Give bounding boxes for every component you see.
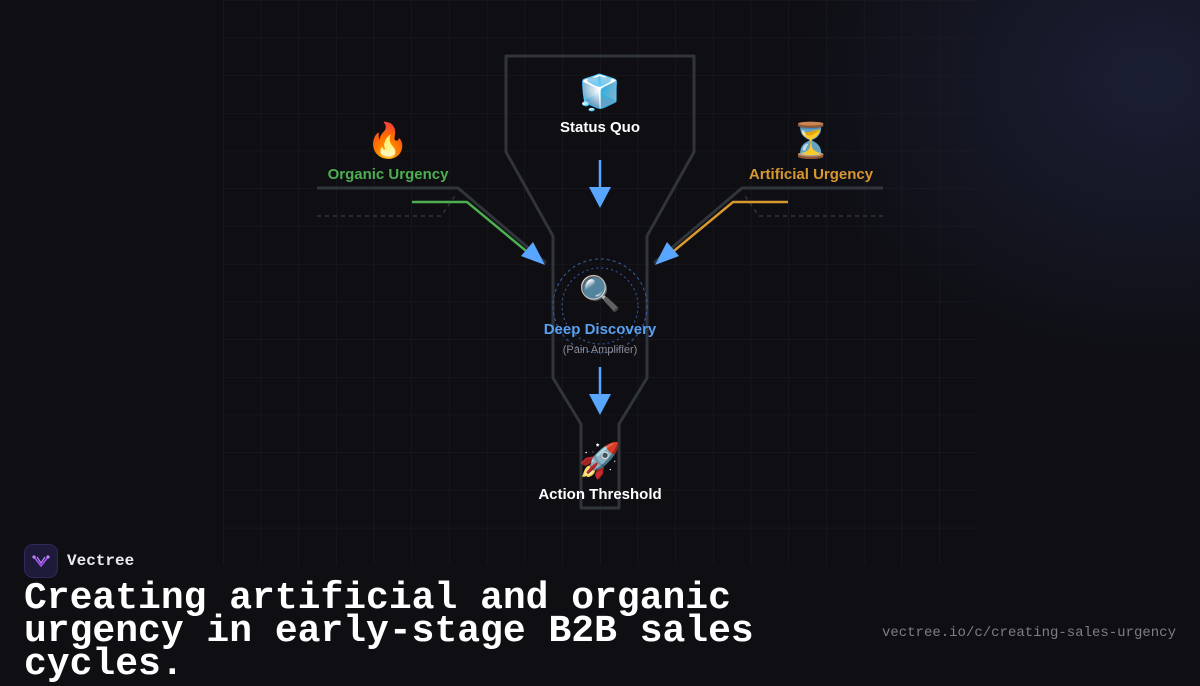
discovery-to-action-arrowhead [589, 394, 611, 415]
funnel-outline [504, 54, 696, 510]
organic-urgency-label: Organic Urgency [328, 166, 450, 183]
page-title: Creating artificial and organic urgency … [24, 577, 754, 686]
artificial-baseline [653, 186, 883, 265]
brand-name: Vectree [67, 552, 135, 570]
fire-icon: 🔥 [367, 121, 409, 161]
artificial-urgency-line [668, 200, 788, 256]
source-url: vectree.io/c/creating-sales-urgency [881, 625, 1176, 641]
rocket-icon: 🚀 [579, 441, 621, 481]
vectree-logo-icon [24, 544, 58, 578]
artificial-arrowhead [655, 242, 679, 265]
brand: Vectree [24, 544, 134, 578]
organic-arrowhead [521, 242, 545, 265]
organic-baseline [317, 186, 547, 265]
magnifier-icon: 🔍 [579, 272, 621, 314]
status-to-discovery-arrowhead [589, 187, 611, 208]
status-quo-label: Status Quo [560, 119, 640, 136]
grid-background [223, 0, 977, 565]
hourglass-icon: ⏳ [790, 121, 832, 161]
artificial-dashed-line [744, 195, 883, 217]
deep-discovery-label: Deep Discovery [544, 321, 657, 338]
deep-discovery-sublabel: (Pain Amplifier) [563, 344, 638, 356]
organic-dashed-line [317, 195, 456, 217]
discovery-inner-ring [561, 267, 639, 345]
organic-urgency-line [412, 200, 532, 256]
action-threshold-label: Action Threshold [538, 486, 661, 503]
ice-cube-icon: 🧊 [579, 73, 621, 113]
discovery-outer-ring [552, 258, 648, 354]
artificial-urgency-label: Artificial Urgency [749, 166, 874, 183]
